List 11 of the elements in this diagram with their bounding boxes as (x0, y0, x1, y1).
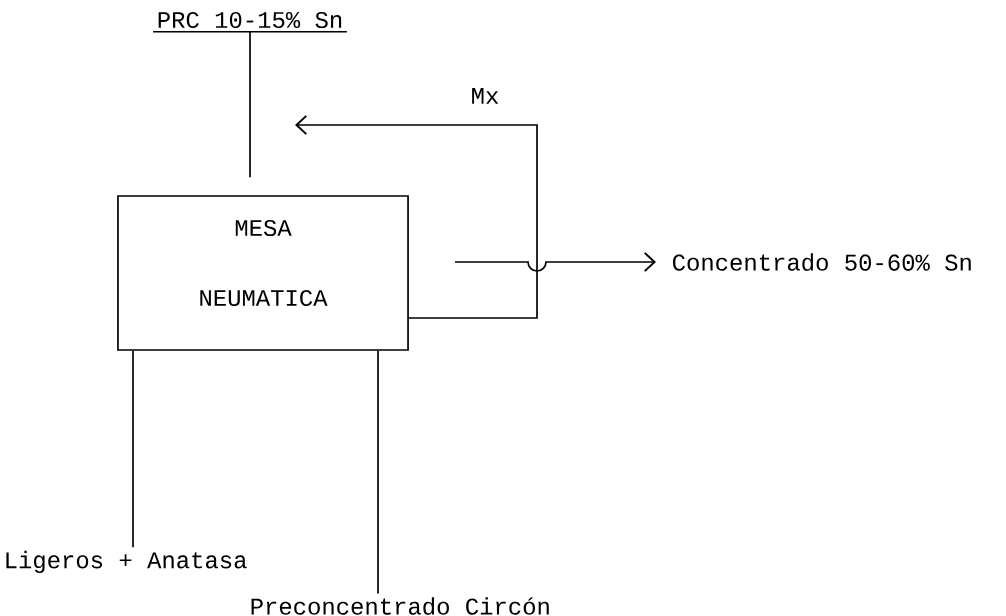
flow-line (454, 251, 656, 273)
product-label: Preconcentrado Circón (251, 597, 549, 615)
product-label: Concentrado 50-60% Sn (673, 253, 971, 271)
flow-line (377, 350, 379, 595)
flow-line (295, 114, 538, 319)
flow-line (132, 350, 134, 549)
edge-label: Mx (469, 86, 501, 106)
feed-label: PRC 10-15% Sn (152, 11, 348, 33)
flow-line (249, 30, 251, 178)
process-box: MESA NEUMATICA (117, 195, 409, 351)
product-label: Ligeros + Anatasa (6, 550, 247, 574)
